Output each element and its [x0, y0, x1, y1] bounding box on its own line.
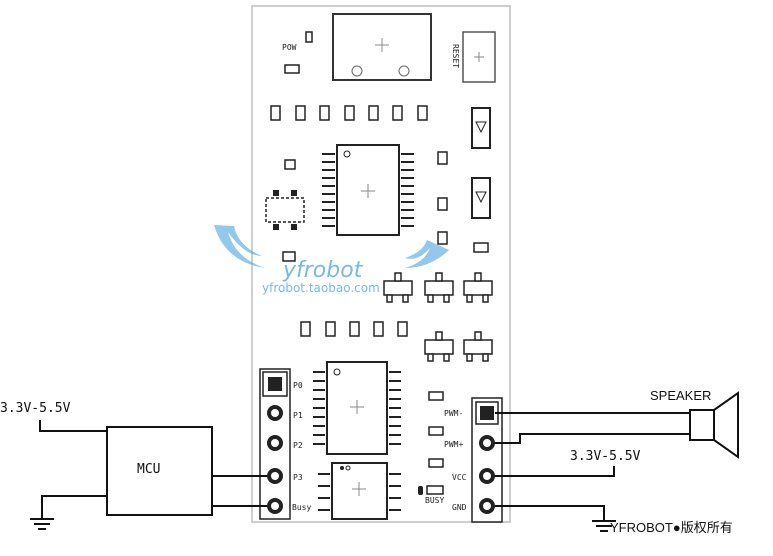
- small-resistor: [284, 159, 296, 170]
- ground-icon: [592, 520, 616, 532]
- flash-chip: [318, 462, 401, 520]
- main-chip: [322, 144, 414, 236]
- right-header: [471, 397, 503, 523]
- pow-resistor: [284, 64, 300, 74]
- copyright-text: YFROBOT●版权所有: [610, 520, 733, 535]
- pin-label-gnd: GND: [452, 503, 467, 512]
- pin-label-busy: Busy: [292, 503, 311, 512]
- busy-label: BUSY: [425, 496, 444, 505]
- pin-label-p0: P0: [293, 381, 303, 390]
- speaker-wires: [495, 412, 690, 521]
- speaker-icon: [689, 391, 739, 459]
- pow-label: POW: [282, 43, 297, 52]
- left-header: [259, 368, 291, 520]
- diode-1: [471, 107, 491, 149]
- pin-label-pwm-minus: PWM-: [444, 409, 463, 418]
- small-resistor: [473, 242, 489, 253]
- supply-right-label: 3.3V-5.5V: [570, 449, 641, 464]
- pin-label-vcc: VCC: [452, 473, 467, 482]
- small-resistor: [428, 391, 444, 401]
- small-resistor: [437, 151, 448, 165]
- ground-icon: [30, 518, 54, 530]
- mcu-box: [106, 426, 213, 516]
- small-resistor: [437, 231, 448, 245]
- reset-label: RESET: [451, 44, 460, 68]
- mcu-wires: [39, 420, 267, 519]
- watermark-logo: yfrobot yfrobot.taobao.com: [214, 225, 449, 295]
- watermark-brand: yfrobot: [282, 258, 364, 283]
- diode-2: [471, 177, 491, 219]
- transistor-group: [383, 272, 493, 362]
- small-resistor: [282, 251, 296, 262]
- supply-left-label: 3.3V-5.5V: [0, 401, 71, 416]
- pow-led: [305, 31, 313, 43]
- module-board: POW RESET: [214, 5, 511, 523]
- small-resistor: [428, 426, 444, 436]
- component-row-2: [300, 321, 408, 337]
- busy-led: [426, 485, 444, 495]
- mount-hole: [351, 65, 363, 77]
- crystal: [265, 190, 305, 230]
- busy-led-mark: [418, 486, 423, 495]
- pin-label-pwm-plus: PWM+: [444, 440, 463, 449]
- mount-hole: [398, 65, 410, 77]
- component-row: [270, 105, 428, 121]
- pin-label-p1: P1: [293, 411, 303, 420]
- pin-label-p2: P2: [293, 441, 303, 450]
- watermark-url: yfrobot.taobao.com: [262, 281, 380, 295]
- amp-chip: [313, 361, 401, 455]
- speaker-label: SPEAKER: [650, 388, 711, 403]
- mcu-label: MCU: [137, 462, 160, 477]
- diode-symbol: [475, 121, 487, 134]
- pin-label-p3: P3: [293, 473, 303, 482]
- diode-symbol: [475, 191, 487, 204]
- small-resistor: [428, 458, 444, 468]
- small-resistor: [437, 197, 448, 211]
